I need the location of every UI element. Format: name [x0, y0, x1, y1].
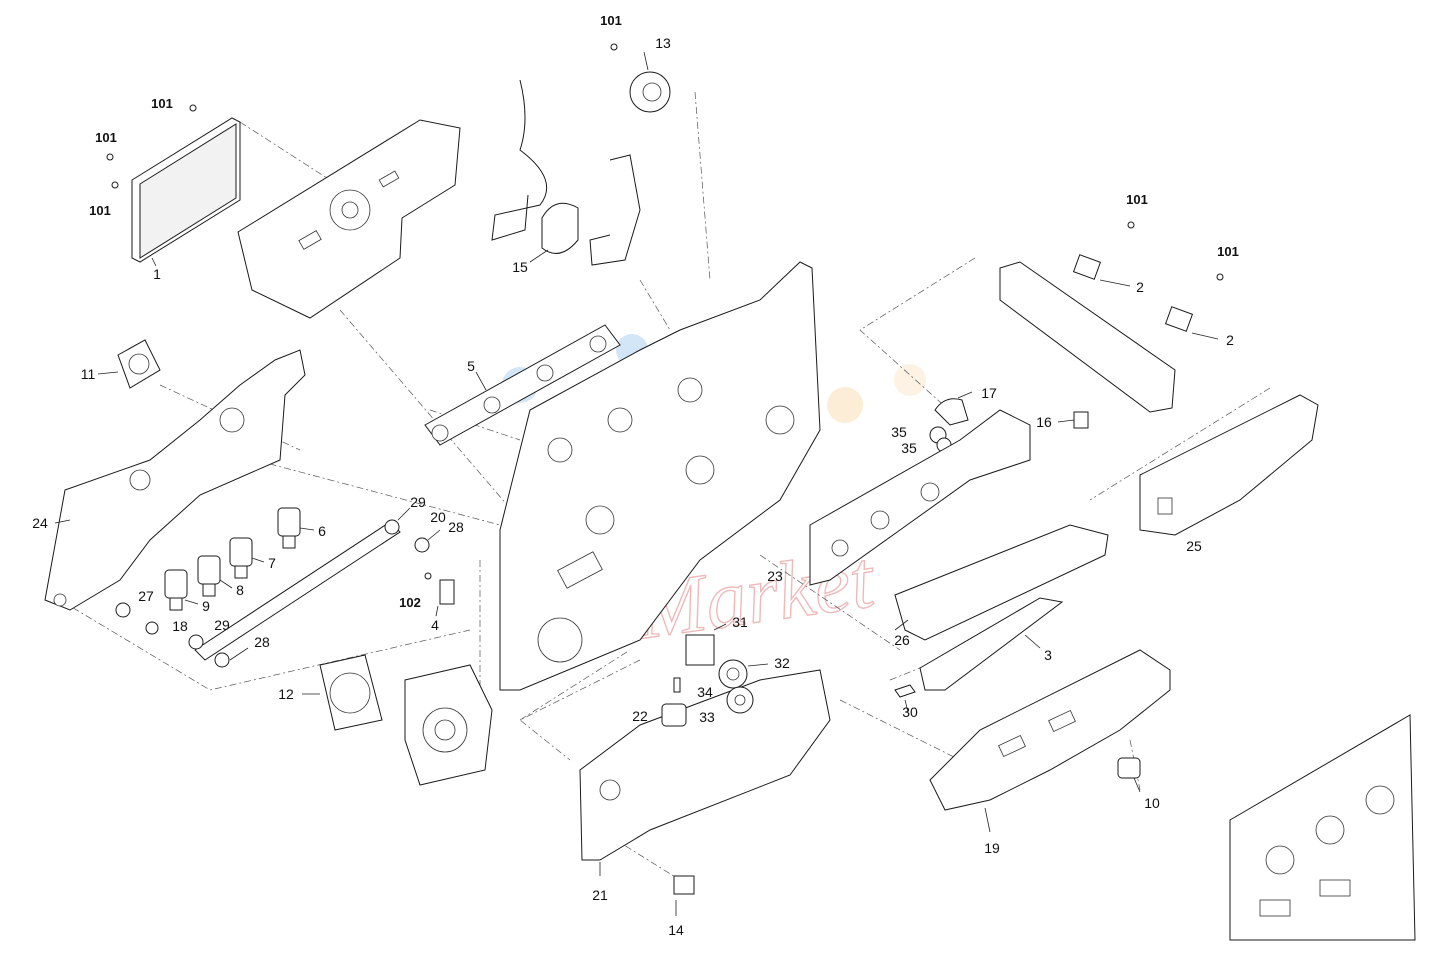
part-4-sensor	[424, 572, 455, 617]
part-upper-frame	[237, 119, 461, 319]
callout-15: 15	[512, 259, 528, 275]
callout-11: 11	[81, 366, 96, 382]
part-9-solenoid	[164, 569, 199, 611]
part-22-motor	[661, 703, 687, 727]
part-drive-unit	[404, 664, 493, 786]
callout-35: 35	[891, 424, 907, 440]
part-27-gear	[115, 602, 159, 635]
callout-28: 28	[448, 519, 464, 535]
callout-14: 14	[668, 922, 684, 938]
callout-102: 102	[399, 595, 421, 610]
screw-101	[189, 104, 197, 112]
part-10-motor	[1117, 757, 1141, 793]
callout-17: 17	[981, 385, 997, 401]
callout-18: 18	[172, 618, 188, 634]
part-19-lower-frame	[929, 649, 1171, 833]
part-21-duct	[579, 669, 831, 876]
callout-12: 12	[278, 686, 294, 702]
part-2-bracket-frame	[999, 221, 1224, 413]
callout-3: 3	[1044, 647, 1052, 663]
callout-16: 16	[1036, 414, 1052, 430]
callout-9: 9	[202, 598, 210, 614]
callout-2: 2	[1136, 279, 1144, 295]
part-16-switch	[1057, 411, 1089, 429]
callout-101: 101	[1217, 244, 1239, 259]
callout-28: 28	[254, 634, 270, 650]
callout-23: 23	[767, 568, 783, 584]
callout-2: 2	[1226, 332, 1234, 348]
callout-29: 29	[214, 617, 230, 633]
callout-25: 25	[1186, 538, 1202, 554]
part-34-pin	[673, 677, 681, 693]
callout-1: 1	[153, 266, 161, 282]
callout-26: 26	[894, 632, 910, 648]
callout-7: 7	[268, 555, 276, 571]
screw-101	[111, 181, 119, 189]
part-23-center-frame	[809, 409, 1031, 586]
callout-19: 19	[984, 840, 1000, 856]
callout-20: 20	[430, 509, 446, 525]
part-25-cover	[1139, 394, 1319, 536]
callout-6: 6	[318, 523, 326, 539]
callout-33: 33	[699, 709, 715, 725]
callout-24: 24	[32, 515, 48, 531]
screw-101	[1127, 221, 1135, 229]
part-14-connector	[673, 875, 695, 916]
assembly-lines	[59, 91, 1271, 881]
part-main-frame	[499, 261, 821, 691]
part-13-motor	[610, 43, 671, 113]
part-cable-harness	[491, 79, 641, 266]
callout-10: 10	[1144, 795, 1160, 811]
part-33-roller	[726, 686, 754, 714]
callout-35: 35	[901, 440, 917, 456]
part-8-solenoid	[197, 555, 233, 597]
callout-27: 27	[138, 588, 154, 604]
overview-frame-thumbnail	[1229, 714, 1416, 941]
part-26-tray	[894, 524, 1109, 641]
part-5-bearing-strip	[424, 324, 621, 446]
callout-21: 21	[592, 887, 608, 903]
callout-22: 22	[632, 708, 648, 724]
callout-4: 4	[431, 617, 439, 633]
callout-13: 13	[655, 35, 671, 51]
screw-102	[424, 572, 432, 580]
callout-101: 101	[1126, 192, 1148, 207]
part-31-bracket	[685, 623, 727, 666]
screw-101	[1216, 273, 1224, 281]
part-12-fan	[302, 654, 383, 731]
part-30-clip	[894, 684, 916, 713]
watermark-dot	[894, 364, 926, 396]
screws-101-left	[106, 104, 197, 189]
screw-101	[106, 153, 114, 161]
screw-101	[610, 43, 618, 51]
part-24-drive-frame	[44, 349, 306, 611]
callout-31: 31	[732, 614, 748, 630]
watermark-dot	[827, 387, 863, 423]
part-6-solenoid	[277, 507, 315, 549]
part-1-circuit-board	[131, 117, 241, 267]
part-7-solenoid	[229, 537, 265, 579]
callout-101: 101	[600, 13, 622, 28]
callout-8: 8	[236, 582, 244, 598]
callout-101: 101	[95, 130, 117, 145]
callout-101: 101	[89, 203, 111, 218]
callout-29: 29	[410, 494, 426, 510]
callout-30: 30	[902, 704, 918, 720]
part-3-plate	[919, 597, 1064, 691]
part-32-roller	[718, 659, 769, 689]
callout-34: 34	[697, 684, 713, 700]
callout-5: 5	[467, 358, 475, 374]
callout-101: 101	[151, 96, 173, 111]
part-20-belt	[188, 507, 441, 668]
part-11-fan	[97, 339, 161, 389]
callout-32: 32	[774, 655, 790, 671]
part-15-blower	[529, 202, 579, 263]
